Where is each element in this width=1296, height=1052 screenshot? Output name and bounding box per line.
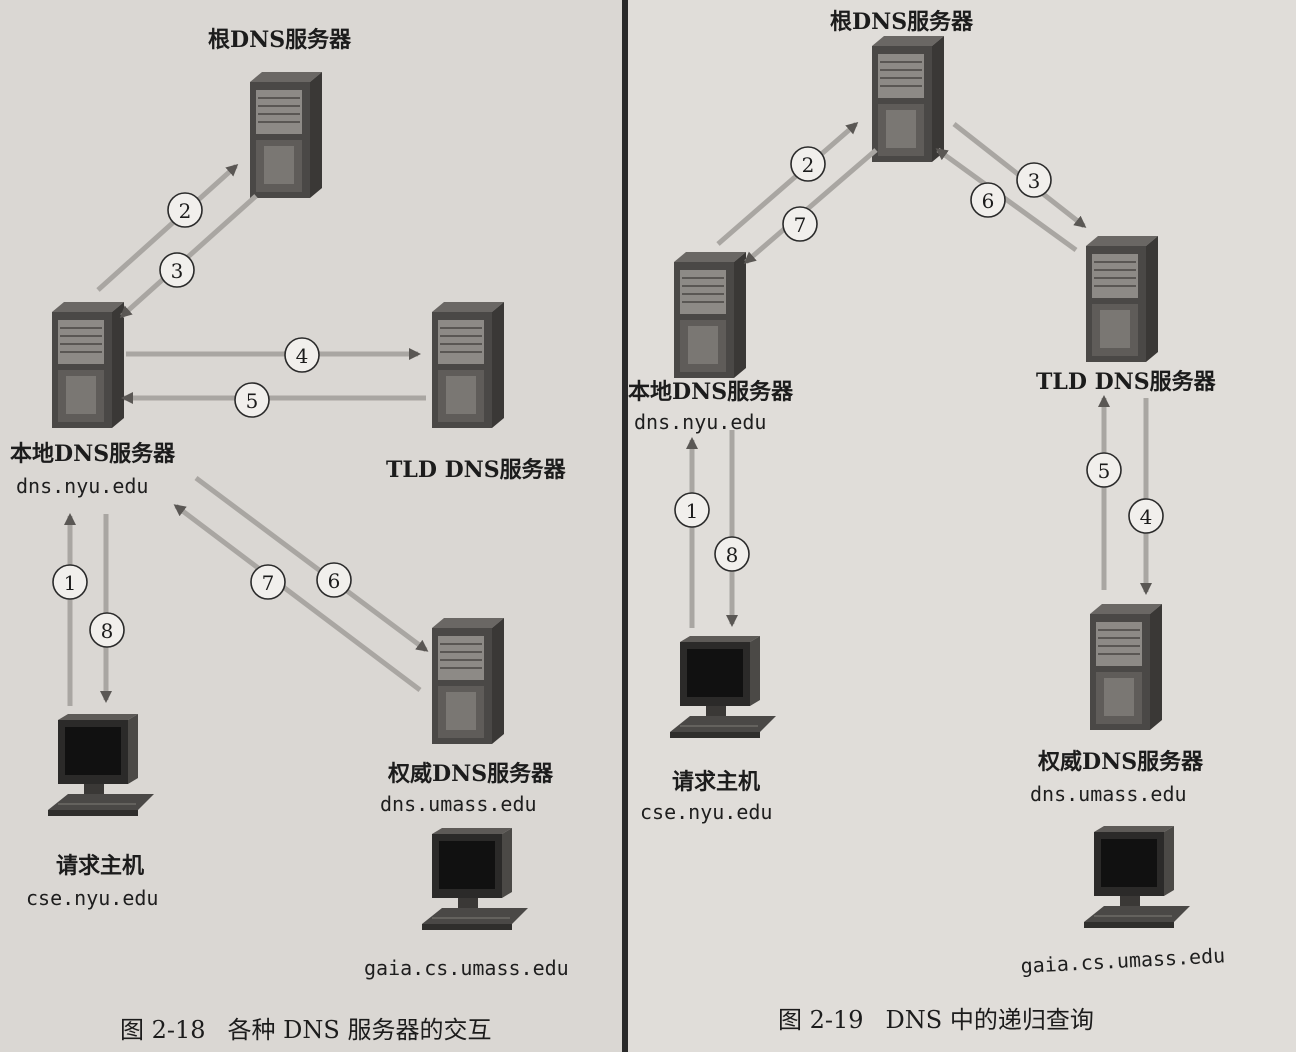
authoritative-dns-server-icon — [1089, 603, 1163, 731]
step-circle-3: 3 — [159, 252, 195, 288]
figure-number: 图 2-18 — [120, 1016, 206, 1044]
step-label-6: 6 — [328, 569, 341, 593]
requesting-host-label: 请求主机 — [56, 853, 145, 879]
step-label-2: 2 — [179, 199, 192, 223]
step-label-5: 5 — [246, 389, 259, 413]
authoritative-dns-server-host: dns.umass.edu — [1030, 782, 1187, 806]
local-dns-server-label: 本地DNS服务器 — [628, 379, 794, 405]
step-label-1: 1 — [686, 499, 699, 523]
step-label-3: 3 — [1028, 169, 1041, 193]
step-label-8: 8 — [101, 619, 114, 643]
requesting-host-name: cse.nyu.edu — [640, 800, 773, 824]
step-label-7: 7 — [262, 571, 275, 595]
target-host-name: gaia.cs.umass.edu — [364, 956, 569, 980]
step-circle-6: 6 — [316, 562, 352, 598]
figure-caption: 图 2-19 DNS 中的递归查询 — [778, 1000, 1094, 1035]
step-circle-6: 6 — [970, 182, 1006, 218]
figure-title: 各种 DNS 服务器的交互 — [227, 1016, 492, 1044]
arrow-step-2 — [96, 163, 239, 292]
local-dns-server-host: dns.nyu.edu — [16, 474, 149, 498]
step-label-3: 3 — [171, 259, 184, 283]
step-label-4: 4 — [296, 344, 309, 368]
step-circle-8: 8 — [714, 536, 750, 572]
tld-dns-server-label: TLD DNS服务器 — [1036, 369, 1216, 395]
step-label-2: 2 — [802, 153, 815, 177]
step-circle-3: 3 — [1016, 162, 1052, 198]
root-dns-server-label: 根DNS服务器 — [208, 27, 352, 53]
step-circle-1: 1 — [674, 492, 710, 528]
arrow-step-2 — [716, 122, 859, 246]
figure-2-18-panel: 2 3 4 5 7 6 1 8 根DNS服务器 本地 — [0, 0, 622, 1052]
step-circle-2: 2 — [167, 192, 203, 228]
arrow-step-6 — [194, 475, 429, 653]
requesting-host-computer-icon — [669, 635, 777, 739]
root-dns-server-label: 根DNS服务器 — [830, 9, 974, 35]
local-dns-server-icon — [673, 251, 747, 379]
tld-dns-server-label: TLD DNS服务器 — [386, 457, 566, 483]
root-dns-server-icon — [871, 35, 945, 163]
step-label-8: 8 — [726, 543, 739, 567]
arrow-step-6 — [935, 147, 1078, 253]
tld-dns-server-icon — [1085, 235, 1159, 363]
requesting-host-computer-icon — [47, 713, 155, 817]
local-dns-server-host: dns.nyu.edu — [634, 410, 767, 434]
step-label-6: 6 — [982, 189, 995, 213]
arrow-step-3 — [119, 194, 258, 319]
dns-recursive-query-diagram: 2 7 3 6 5 4 1 8 — [669, 35, 1191, 929]
authoritative-dns-server-host: dns.umass.edu — [380, 792, 537, 816]
step-circle-5: 5 — [1086, 452, 1122, 488]
step-circle-4: 4 — [284, 337, 320, 373]
step-label-4: 4 — [1140, 505, 1153, 529]
root-dns-server-icon — [249, 71, 323, 199]
step-circle-2: 2 — [790, 146, 826, 182]
step-circle-7: 7 — [250, 564, 286, 600]
local-dns-server-icon — [51, 301, 125, 429]
step-label-5: 5 — [1098, 459, 1111, 483]
target-host-computer-icon — [421, 827, 529, 931]
dns-interaction-diagram: 2 3 4 5 7 6 1 8 — [47, 71, 529, 931]
authoritative-dns-server-icon — [431, 617, 505, 745]
authoritative-dns-server-label: 权威DNS服务器 — [388, 761, 554, 787]
requesting-host-label: 请求主机 — [672, 769, 761, 795]
arrow-step-7 — [173, 504, 422, 692]
step-circle-7: 7 — [782, 206, 818, 242]
figure-2-19-panel: 2 7 3 6 5 4 1 8 根DNS服务器 本地 — [628, 0, 1296, 1052]
tld-dns-server-icon — [431, 301, 505, 429]
figure-caption: 图 2-18 各种 DNS 服务器的交互 — [120, 1010, 492, 1045]
step-label-1: 1 — [64, 571, 77, 595]
arrow-step-7 — [743, 148, 878, 264]
authoritative-dns-server-label: 权威DNS服务器 — [1038, 749, 1204, 775]
step-circle-1: 1 — [52, 564, 88, 600]
figure-number: 图 2-19 — [778, 1006, 864, 1034]
step-circle-4: 4 — [1128, 498, 1164, 534]
step-circle-8: 8 — [89, 612, 125, 648]
figure-title: DNS 中的递归查询 — [885, 1006, 1094, 1034]
requesting-host-name: cse.nyu.edu — [26, 886, 159, 910]
step-label-7: 7 — [794, 213, 807, 237]
step-circle-5: 5 — [234, 382, 270, 418]
target-host-computer-icon — [1083, 825, 1191, 929]
local-dns-server-label: 本地DNS服务器 — [10, 441, 176, 467]
